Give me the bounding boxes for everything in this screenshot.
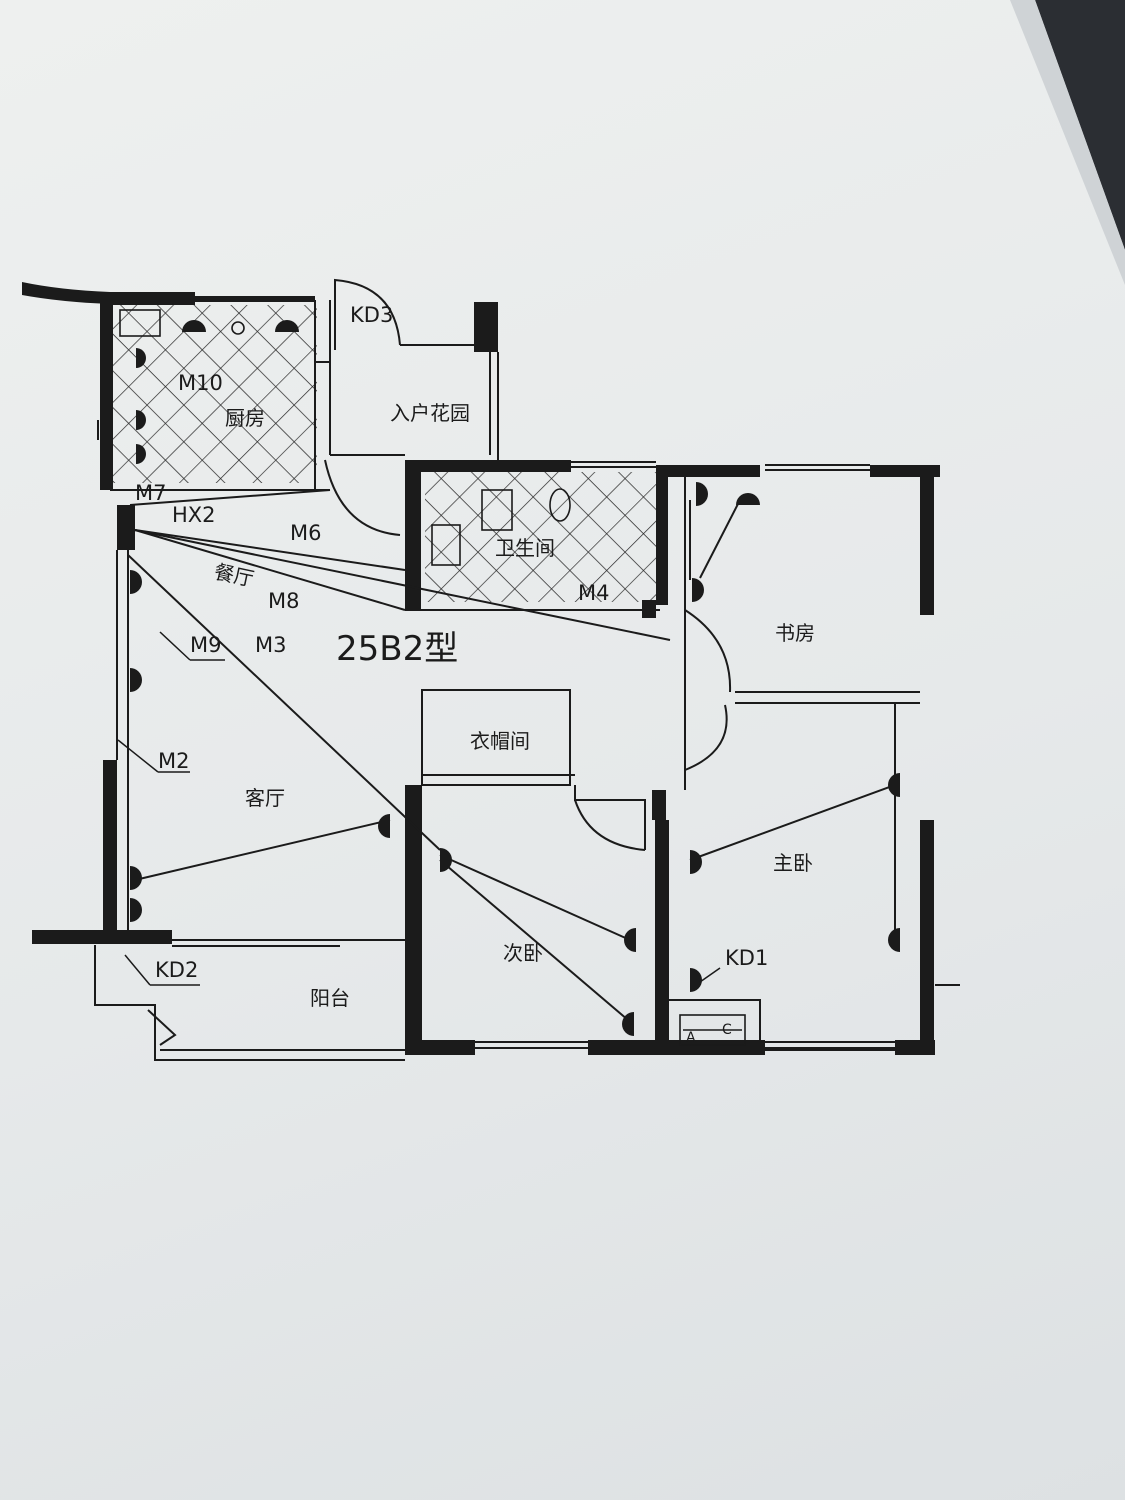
panel-letter-a: A: [686, 1030, 696, 1046]
room-label-study: 书房: [775, 621, 815, 645]
code-kd3: KD3: [350, 303, 393, 327]
bathroom-tile-floor: [425, 472, 657, 602]
lamp-symbols: [130, 320, 900, 1036]
fixtures: [119, 309, 746, 1046]
code-m9: M9: [190, 633, 221, 657]
thin-lines: [94, 278, 960, 1061]
code-hx2: HX2: [172, 503, 216, 527]
leader-lines: [117, 631, 721, 986]
panel-letter-c: C: [722, 1022, 732, 1038]
room-label-master-bedroom: 主卧: [773, 851, 813, 875]
room-label-balcony: 阳台: [310, 986, 350, 1010]
code-m10: M10: [178, 371, 223, 395]
room-label-living: 客厅: [245, 786, 285, 810]
room-label-bathroom: 卫生间: [495, 536, 555, 560]
code-m8: M8: [268, 589, 299, 613]
code-m6: M6: [290, 521, 321, 545]
code-kd1: KD1: [725, 946, 768, 970]
room-label-cloakroom: 衣帽间: [470, 729, 530, 753]
code-m4: M4: [578, 581, 609, 605]
drawing-title: 25B2型: [336, 629, 458, 669]
code-kd2: KD2: [155, 958, 198, 982]
walls: [22, 282, 940, 1055]
code-m7: M7: [135, 481, 166, 505]
kitchen-tile-floor: [112, 305, 317, 483]
room-label-entry-garden: 入户花园: [390, 401, 470, 425]
code-m2: M2: [158, 749, 189, 773]
room-label-kitchen: 厨房: [225, 406, 265, 430]
code-m3: M3: [255, 633, 286, 657]
room-label-second-bedroom: 次卧: [503, 941, 543, 965]
